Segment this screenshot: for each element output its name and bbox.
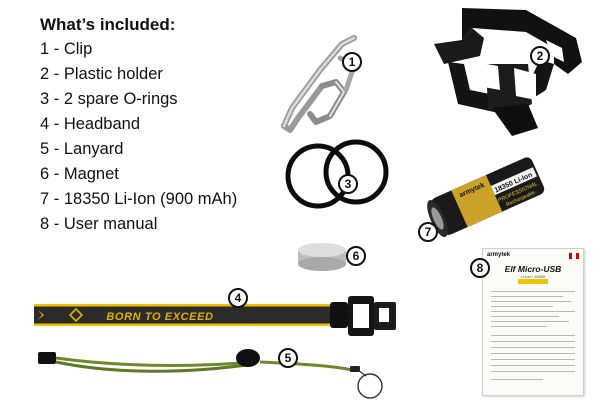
badge-6: 6 — [346, 246, 366, 266]
manual-text-line — [491, 311, 575, 313]
included-heading: What’s included: — [40, 15, 176, 34]
battery-image: 18350 Li-Ion armytek PROFESSIONAL Rechar… — [427, 157, 545, 238]
badge-8: 8 — [470, 258, 490, 278]
manual-text-line — [491, 365, 575, 367]
manual-brand: armytek — [487, 252, 511, 258]
manual-text-line — [491, 301, 571, 303]
badge-2: 2 — [530, 46, 550, 66]
included-item-lanyard: 5 - Lanyard — [40, 140, 124, 158]
included-item-headband: 4 - Headband — [40, 115, 140, 133]
manual-text-line — [491, 326, 547, 328]
plastic-holder-image — [434, 8, 582, 136]
badge-1: 1 — [342, 52, 362, 72]
magnet-image — [298, 243, 346, 271]
clip-image — [281, 35, 357, 133]
headband-text: BORN TO EXCEED — [106, 311, 213, 323]
manual-text-line — [491, 296, 563, 298]
lanyard-image — [38, 349, 383, 399]
manual-text-line — [491, 353, 575, 355]
manual-text-line — [491, 306, 553, 308]
manual-text-line — [491, 371, 575, 373]
manual-accent-bar — [518, 279, 548, 284]
included-item-clip: 1 - Clip — [40, 40, 93, 58]
o-rings-image — [285, 139, 389, 209]
user-manual-image: armytek Elf Micro-USB Li-Ion / 18350 — [482, 248, 584, 396]
included-item-magnet: 6 - Magnet — [40, 165, 119, 183]
headband-image: BORN TO EXCEED — [34, 296, 396, 336]
badge-3: 3 — [338, 174, 358, 194]
manual-subtitle: Li-Ion / 18350 — [520, 274, 546, 279]
manual-text-line — [491, 316, 559, 318]
flag-icon — [569, 253, 579, 259]
manual-text-line — [491, 379, 543, 381]
included-item-user-manual: 8 - User manual — [40, 215, 158, 233]
manual-text-line — [491, 359, 575, 361]
manual-text-line — [491, 341, 575, 343]
manual-text-line — [491, 347, 575, 349]
manual-text-line — [491, 321, 569, 323]
manual-title: Elf Micro-USB — [504, 264, 562, 274]
included-item-plastic-holder: 2 - Plastic holder — [40, 65, 163, 83]
manual-text-line — [491, 291, 575, 293]
badge-5: 5 — [278, 348, 298, 368]
badge-4: 4 — [228, 288, 248, 308]
badge-7: 7 — [418, 222, 438, 242]
manual-text-line — [491, 335, 575, 337]
included-item-o-rings: 3 - 2 spare O-rings — [40, 90, 178, 108]
included-list: What’s included: 1 - Clip 2 - Plastic ho… — [40, 12, 270, 237]
included-item-battery: 7 - 18350 Li-Ion (900 mAh) — [40, 190, 238, 208]
